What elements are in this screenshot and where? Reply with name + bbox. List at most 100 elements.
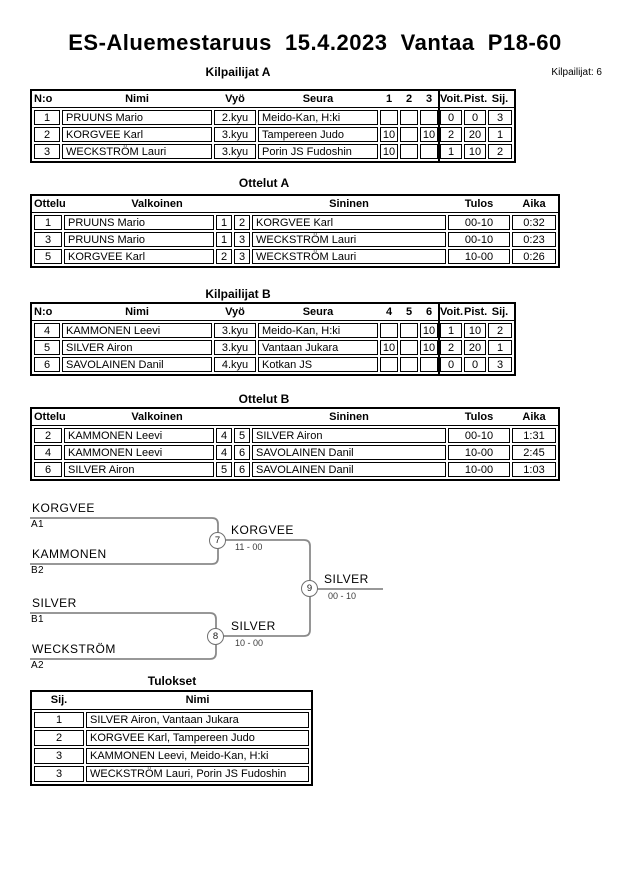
table-cell: 0 bbox=[440, 357, 462, 372]
table-cell: Meido-Kan, H:ki bbox=[258, 323, 378, 338]
header-cell: Sininen bbox=[329, 197, 369, 210]
competitors-a-table: N:o Nimi Vyö Seura 1 2 3 Voit. Pist. Sij… bbox=[30, 89, 516, 163]
header-cell: Seura bbox=[302, 305, 334, 318]
table-cell: 10 bbox=[464, 323, 486, 338]
table-cell: 20 bbox=[464, 127, 486, 142]
table-cell: SAVOLAINEN Danil bbox=[252, 462, 446, 477]
header-cell: Valkoinen bbox=[131, 410, 183, 423]
bracket-seed-label: A2 bbox=[31, 660, 44, 671]
table-cell: 1:03 bbox=[512, 462, 556, 477]
table-cell: SILVER Airon bbox=[252, 428, 446, 443]
table-cell: 3 bbox=[34, 748, 84, 764]
table-row: 3 WECKSTRÖM Lauri 3.kyu Porin JS Fudoshi… bbox=[32, 142, 514, 161]
table-cell: KORGVEE Karl bbox=[64, 249, 214, 264]
section-title-competitors-a: Kilpailijat A bbox=[205, 65, 271, 79]
bracket-competitor-name: SILVER bbox=[32, 596, 77, 610]
table-cell: 10-00 bbox=[448, 462, 510, 477]
table-cell: 1 bbox=[488, 127, 512, 142]
table-divider bbox=[438, 91, 440, 161]
header-cell: Sij. bbox=[50, 694, 68, 706]
bracket-winner-name: KORGVEE bbox=[231, 523, 294, 537]
table-cell: 0:26 bbox=[512, 249, 556, 264]
header-cell: Voit. bbox=[440, 92, 464, 105]
header-cell: 1 bbox=[385, 92, 393, 105]
bracket-match-number: 8 bbox=[207, 628, 224, 645]
matches-a-table: Ottelu Valkoinen Sininen Tulos Aika 1 PR… bbox=[30, 194, 560, 268]
header-cell: Tulos bbox=[464, 197, 494, 210]
table-cell: 10-00 bbox=[448, 249, 510, 264]
table-cell: 0:32 bbox=[512, 215, 556, 230]
competitors-b-table: N:o Nimi Vyö Seura 4 5 6 Voit. Pist. Sij… bbox=[30, 302, 516, 376]
table-cell: Porin JS Fudoshin bbox=[258, 144, 378, 159]
table-cell: 1 bbox=[34, 110, 60, 125]
bracket-competitor-name: KORGVEE bbox=[32, 501, 95, 515]
table-cell: 10 bbox=[420, 127, 438, 142]
table-cell: 2 bbox=[440, 127, 462, 142]
bracket-seed-label: A1 bbox=[31, 519, 44, 530]
table-cell: 2 bbox=[216, 249, 232, 264]
header-cell: Tulos bbox=[464, 410, 494, 423]
table-cell: Kotkan JS bbox=[258, 357, 378, 372]
table-row: 4 KAMMONEN Leevi 3.kyu Meido-Kan, H:ki 1… bbox=[32, 321, 514, 338]
table-cell: 5 bbox=[216, 462, 232, 477]
table-header-row: N:o Nimi Vyö Seura 1 2 3 Voit. Pist. Sij… bbox=[32, 91, 514, 108]
table-row: 6 SILVER Airon 5 6 SAVOLAINEN Danil 10-0… bbox=[32, 460, 558, 479]
section-title-matches-b: Ottelut B bbox=[238, 392, 290, 406]
table-cell: 5 bbox=[34, 249, 62, 264]
header-cell: Sij. bbox=[491, 92, 509, 105]
table-cell: 2 bbox=[34, 428, 62, 443]
bracket-competitor-name: WECKSTRÖM bbox=[32, 642, 116, 656]
table-cell: 6 bbox=[234, 462, 250, 477]
table-cell: 2:45 bbox=[512, 445, 556, 460]
table-cell: 10 bbox=[380, 144, 398, 159]
table-cell: 3 bbox=[34, 766, 84, 782]
table-cell: 1 bbox=[34, 712, 84, 728]
table-row: 5 SILVER Airon 3.kyu Vantaan Jukara 10 1… bbox=[32, 338, 514, 355]
table-row: 3 WECKSTRÖM Lauri, Porin JS Fudoshin bbox=[32, 764, 311, 784]
table-cell: 00-10 bbox=[448, 428, 510, 443]
header-cell: Pist. bbox=[464, 92, 488, 105]
table-cell: PRUUNS Mario bbox=[64, 232, 214, 247]
bracket-match-score: 11 - 00 bbox=[235, 542, 263, 552]
header-cell: 2 bbox=[405, 92, 413, 105]
table-header-row: Ottelu Valkoinen Sininen Tulos Aika bbox=[32, 196, 558, 213]
table-cell: 2 bbox=[488, 144, 512, 159]
table-row: 3 PRUUNS Mario 1 3 WECKSTRÖM Lauri 00-10… bbox=[32, 230, 558, 247]
header-cell: Seura bbox=[302, 92, 334, 105]
results-table: Sij. Nimi 1 SILVER Airon, Vantaan Jukara… bbox=[30, 690, 313, 786]
table-cell: 2 bbox=[488, 323, 512, 338]
table-cell: WECKSTRÖM Lauri bbox=[62, 144, 212, 159]
table-cell bbox=[400, 340, 418, 355]
table-cell: Meido-Kan, H:ki bbox=[258, 110, 378, 125]
section-title-competitors-b: Kilpailijat B bbox=[205, 287, 271, 301]
table-cell: KORGVEE Karl, Tampereen Judo bbox=[86, 730, 309, 746]
table-cell: 4 bbox=[34, 445, 62, 460]
header-cell: N:o bbox=[34, 92, 53, 105]
table-row: 3 KAMMONEN Leevi, Meido-Kan, H:ki bbox=[32, 746, 311, 764]
table-cell: KAMMONEN Leevi bbox=[62, 323, 212, 338]
table-cell: 3 bbox=[34, 232, 62, 247]
bracket-winner-name: SILVER bbox=[231, 619, 276, 633]
page-title: ES-Aluemestaruus 15.4.2023 Vantaa P18-60 bbox=[68, 30, 562, 55]
table-cell: 3.kyu bbox=[214, 127, 256, 142]
table-row: 4 KAMMONEN Leevi 4 6 SAVOLAINEN Danil 10… bbox=[32, 443, 558, 460]
table-cell: 6 bbox=[34, 462, 62, 477]
table-row: 1 PRUUNS Mario 2.kyu Meido-Kan, H:ki 0 0… bbox=[32, 108, 514, 125]
header-cell: Nimi bbox=[125, 92, 149, 105]
header-cell: Aika bbox=[522, 410, 546, 423]
bracket-match-number: 7 bbox=[209, 532, 226, 549]
table-header-row: Ottelu Valkoinen Sininen Tulos Aika bbox=[32, 409, 558, 426]
elimination-bracket: KORGVEE A1 KAMMONEN B2 KORGVEE 11 - 00 7… bbox=[0, 495, 400, 680]
table-row: 2 KAMMONEN Leevi 4 5 SILVER Airon 00-10 … bbox=[32, 426, 558, 443]
table-cell: 2 bbox=[34, 730, 84, 746]
table-cell: PRUUNS Mario bbox=[64, 215, 214, 230]
table-cell: 4 bbox=[34, 323, 60, 338]
table-divider bbox=[438, 304, 440, 374]
table-cell: 3 bbox=[234, 249, 250, 264]
table-cell: 3.kyu bbox=[214, 323, 256, 338]
table-cell: 10 bbox=[380, 127, 398, 142]
table-cell bbox=[380, 110, 398, 125]
competitors-count: Kilpailijat: 6 bbox=[551, 67, 602, 78]
table-header-row: N:o Nimi Vyö Seura 4 5 6 Voit. Pist. Sij… bbox=[32, 304, 514, 321]
